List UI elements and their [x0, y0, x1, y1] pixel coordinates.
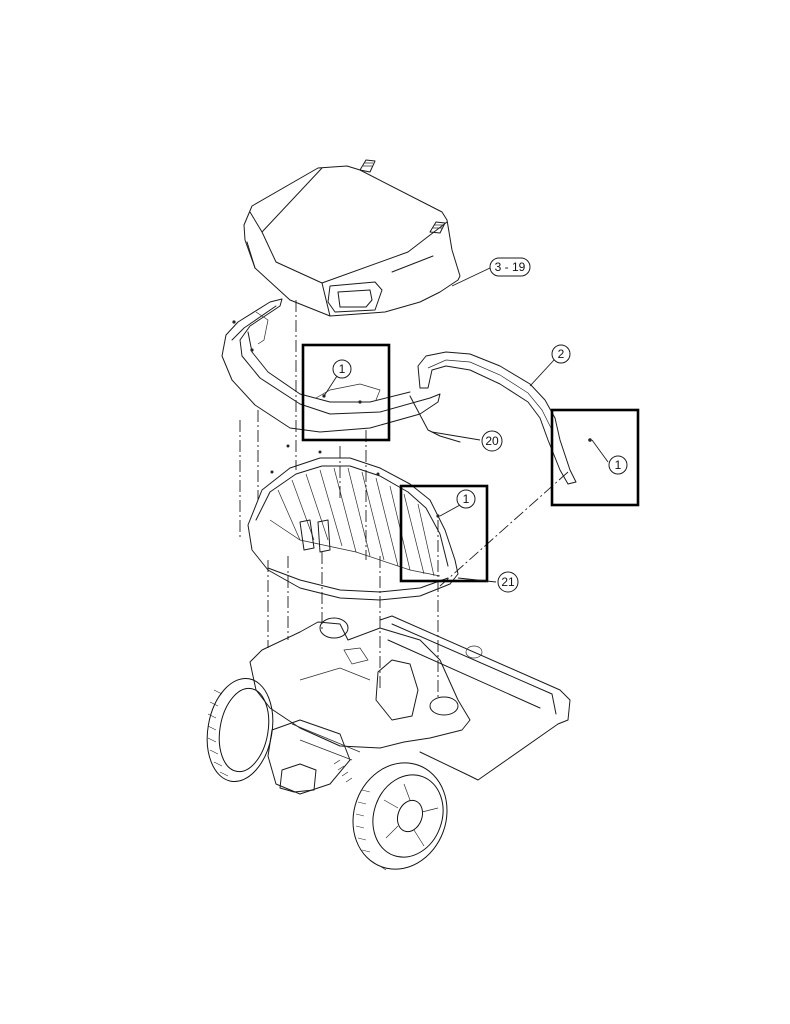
detail-box-a	[301, 343, 391, 442]
detail-box-c	[399, 484, 489, 583]
assembly-centerlines	[239, 300, 569, 700]
svg-text:21: 21	[501, 575, 515, 589]
callout-2: 2	[551, 344, 571, 364]
bumper-trim-part	[221, 298, 461, 443]
right-rear-wheel	[352, 762, 448, 871]
callout-21: 21	[497, 571, 519, 593]
svg-text:2: 2	[558, 347, 565, 361]
side-rail-part	[417, 351, 577, 485]
callout-3-19: 3 - 19	[489, 257, 531, 277]
svg-text:1: 1	[339, 362, 346, 376]
callout-1-top: 1	[332, 359, 352, 379]
detail-box-b	[550, 408, 640, 507]
svg-text:3 - 19: 3 - 19	[495, 260, 526, 274]
callout-20: 20	[481, 430, 503, 452]
leader-lines	[323, 267, 609, 583]
shroud-base-part	[247, 457, 459, 601]
scooter-chassis	[249, 615, 571, 795]
svg-text:1: 1	[615, 458, 622, 472]
svg-text:1: 1	[463, 492, 470, 506]
screw-fasteners	[232, 320, 592, 518]
left-rear-wheel	[206, 677, 274, 783]
shroud-cover-part	[243, 159, 461, 317]
callout-1-right: 1	[608, 455, 628, 475]
callout-1-mid: 1	[456, 489, 476, 509]
svg-text:20: 20	[485, 434, 499, 448]
